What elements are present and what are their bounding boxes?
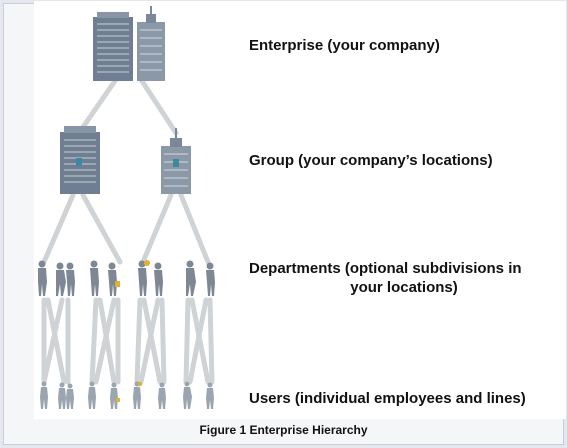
person-icon <box>183 381 192 409</box>
person-icon <box>206 262 215 296</box>
person-icon <box>158 382 166 409</box>
person-icon <box>66 383 74 409</box>
person-icon <box>154 262 163 296</box>
enterprise-buildings-icon <box>93 6 165 81</box>
person-icon <box>90 260 99 296</box>
person-icon <box>66 262 75 296</box>
department-people <box>38 260 215 296</box>
person-icon <box>88 381 96 409</box>
enterprise-label: Enterprise (your company) <box>249 37 440 54</box>
person-icon <box>133 381 143 409</box>
person-icon <box>40 381 48 409</box>
group-building-right-icon <box>161 128 191 194</box>
departments-label-line1: Departments (optional subdivisions in <box>249 260 522 277</box>
connector-lines <box>41 75 215 385</box>
group-building-left-icon <box>60 126 100 194</box>
person-icon <box>138 260 150 296</box>
person-icon <box>186 260 196 296</box>
users-label: Users (individual employees and lines) <box>249 390 526 407</box>
person-icon <box>206 382 214 409</box>
departments-label-line2: your locations) <box>350 279 458 296</box>
person-icon <box>38 260 47 296</box>
group-label: Group (your company’s locations) <box>249 152 493 169</box>
person-icon <box>110 382 120 409</box>
figure-caption: Figure 1 Enterprise Hierarchy <box>199 423 368 437</box>
person-icon <box>58 382 66 409</box>
person-icon <box>108 262 120 296</box>
user-people <box>40 381 214 409</box>
person-icon <box>56 262 66 296</box>
